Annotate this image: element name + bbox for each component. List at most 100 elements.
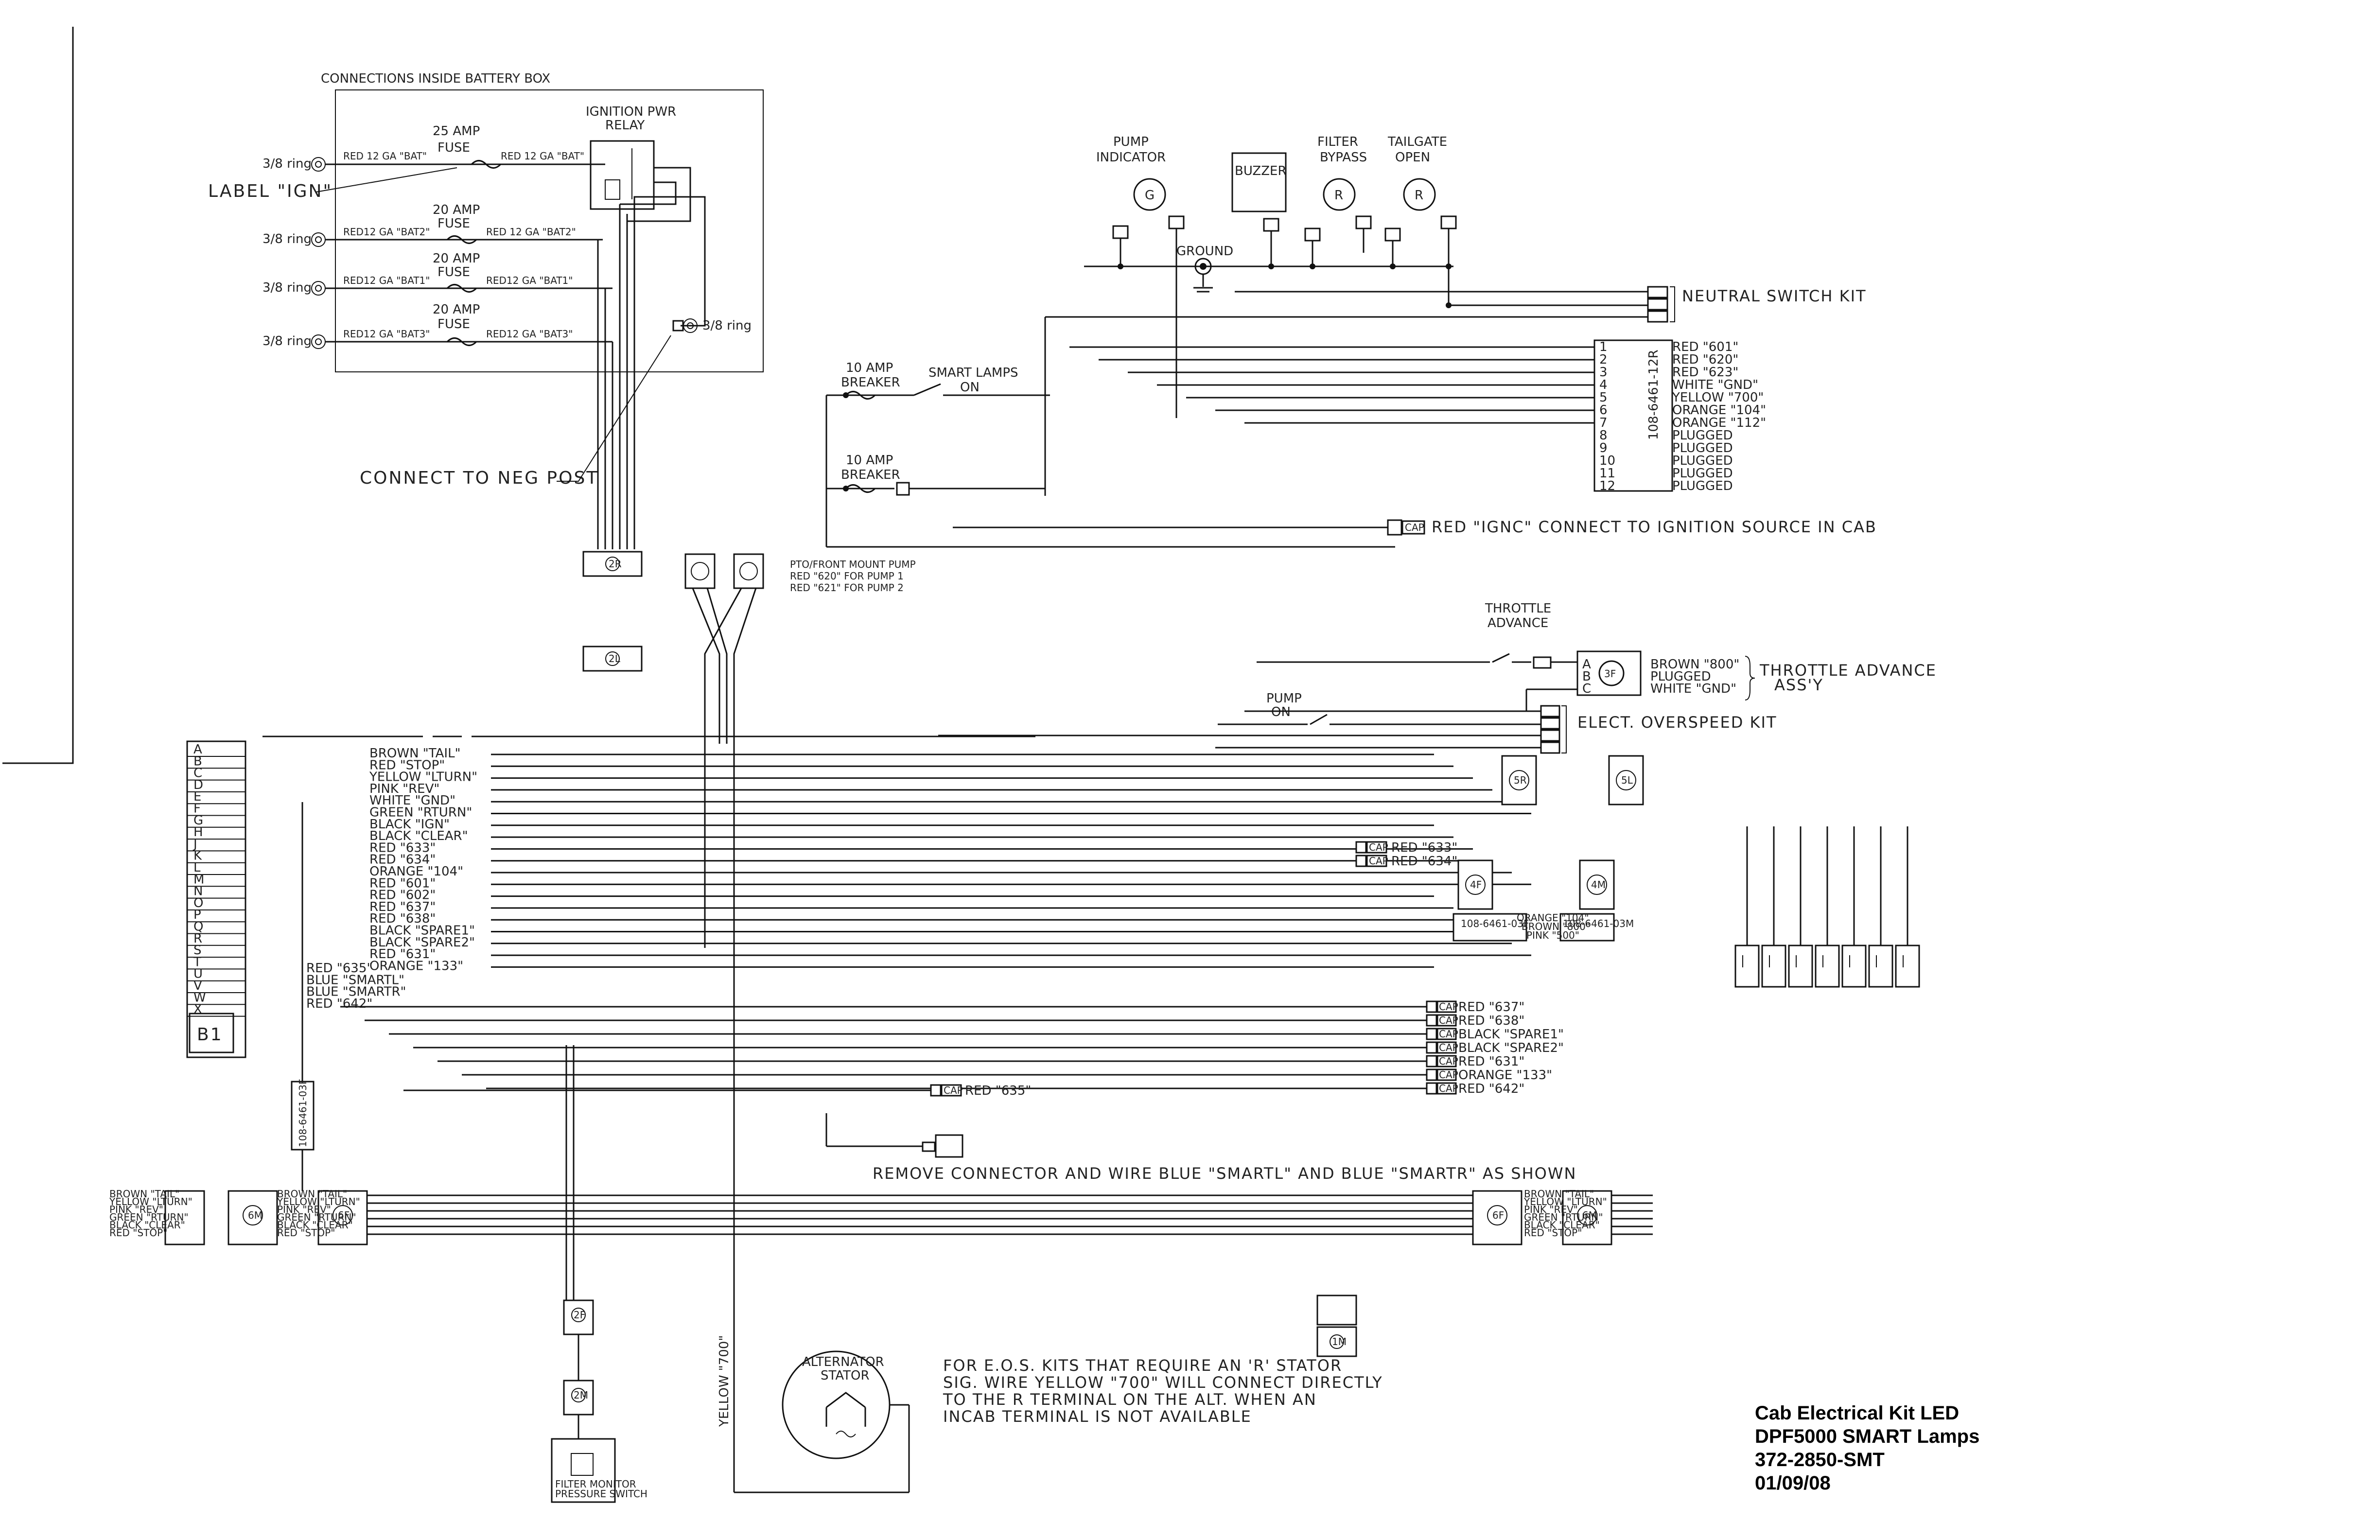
tailgate-open-indicator: TAILGATE OPEN R (1384, 135, 1457, 242)
lamp-wire-label: YELLOW "LTURN" (1523, 1196, 1607, 1208)
svg-text:PTO/FRONT MOUNT PUMP: PTO/FRONT MOUNT PUMP (790, 559, 916, 570)
svg-text:BUZZER: BUZZER (1235, 164, 1287, 178)
b1-wire-label: PINK "REV" (369, 782, 439, 796)
buzzer: BUZZER (1231, 152, 1287, 232)
lamp-harness-left: 6M 6F (164, 1190, 368, 1245)
cap-wire-label: RED "638" (1458, 1014, 1524, 1028)
cap-wire-label: BLACK "SPARE1" (1458, 1027, 1564, 1042)
svg-text:B: B (1582, 669, 1591, 684)
b1-pin-letter: W (193, 990, 206, 1005)
b1-pin-letter: X (193, 1002, 202, 1017)
pin-wire-label: RED "601" (1672, 340, 1738, 354)
connector-3-pin: 108-6461-03F 108-6461-03M ORANGE "104" B… (1452, 912, 1634, 942)
b1-wire-label: RED "602" (369, 888, 436, 903)
b1-wire-label: BLACK "SPARE2" (369, 935, 475, 950)
b1-wire-label: RED "637" (369, 900, 436, 914)
b1-pin-letter: T (193, 955, 201, 969)
pin-wire-label: ORANGE "112" (1672, 416, 1766, 430)
b1-pin-letter: M (193, 872, 204, 887)
b1-pin-letter: N (193, 884, 203, 899)
cap-plug (1426, 1028, 1437, 1040)
cap-text: CAP (1439, 1055, 1458, 1067)
neutral-switch-connector: NEUTRAL SWITCH KIT (1647, 286, 1866, 323)
svg-text:WHITE "GND": WHITE "GND" (1650, 682, 1736, 696)
b1-wire-label: RED "638" (369, 911, 436, 926)
b1-wire-label: RED "631" (369, 947, 436, 962)
cap-text: CAP (1439, 1028, 1458, 1040)
relay-bank (1734, 826, 1920, 988)
svg-text:20 AMP: 20 AMP (433, 302, 480, 317)
svg-text:RED12 GA "BAT3": RED12 GA "BAT3" (486, 328, 573, 340)
relay (1841, 945, 1867, 988)
lamp-wire-label: GREEN "RTURN" (277, 1211, 356, 1223)
svg-text:FUSE: FUSE (438, 317, 470, 332)
svg-text:GROUND: GROUND (1176, 244, 1233, 259)
svg-text:TO THE R TERMINAL ON THE ALT.: TO THE R TERMINAL ON THE ALT. WHEN AN (943, 1390, 1317, 1409)
b1-wire-label: BLACK "IGN" (369, 817, 450, 832)
svg-text:C: C (1582, 682, 1591, 696)
cap-plug (1426, 1082, 1437, 1095)
cap (1436, 1014, 1457, 1027)
pin-number: 12 (1599, 479, 1615, 493)
lamp-wire-label: PINK "REV" (1524, 1204, 1578, 1215)
cap (1436, 1028, 1457, 1040)
b1-pin-letter: F (193, 802, 201, 816)
svg-text:A: A (1582, 657, 1591, 672)
lamp-wire-label: BLACK "CLEAR" (1524, 1219, 1600, 1231)
b1-pin-letter: C (193, 766, 202, 781)
svg-text:RED 12 GA "BAT2": RED 12 GA "BAT2" (486, 226, 576, 238)
eos-note: FOR E.O.S. KITS THAT REQUIRE AN 'R' STAT… (943, 1356, 1382, 1426)
b1-wire-label: ORANGE "133" (369, 959, 463, 973)
b1-wire-label: WHITE "GND" (369, 793, 455, 808)
relay (1761, 945, 1786, 988)
svg-text:PUMP: PUMP (1266, 691, 1302, 706)
svg-text:FUSE: FUSE (438, 216, 470, 231)
svg-text:4M: 4M (1591, 879, 1606, 891)
cap (1436, 1041, 1457, 1054)
alternator-stator: ALTERNATOR STATOR YELLOW "700" (717, 1310, 910, 1493)
svg-text:3/8 ring: 3/8 ring (262, 280, 312, 295)
svg-text:TAILGATE: TAILGATE (1387, 135, 1447, 149)
svg-text:108-6461-03M: 108-6461-03M (1563, 918, 1634, 929)
lamp-wire-label: PINK "REV" (277, 1204, 331, 1215)
svg-text:BROWN "800": BROWN "800" (1522, 921, 1590, 932)
svg-text:108-6461-12R: 108-6461-12R (1646, 350, 1661, 440)
cap-plug (1426, 1055, 1437, 1068)
cap-plug (1426, 1014, 1437, 1027)
b1-pin-letter: R (193, 931, 202, 946)
svg-text:FUSE: FUSE (438, 140, 470, 155)
title-block: Cab Electrical Kit LED DPF5000 SMART Lam… (1755, 1402, 1979, 1494)
pin-number: 5 (1599, 390, 1608, 405)
svg-text:ALTERNATOR: ALTERNATOR (802, 1355, 884, 1369)
pin-number: 7 (1599, 416, 1608, 430)
svg-text:RED "633": RED "633" (1391, 840, 1457, 855)
svg-text:SMART LAMPS: SMART LAMPS (928, 366, 1018, 380)
lamp-wire-label: BROWN "TAIL" (1524, 1188, 1594, 1200)
svg-text:BYPASS: BYPASS (1320, 150, 1367, 165)
b1-wire-label: BLUE "SMARTL" (306, 973, 404, 987)
b1-pin-letter: V (193, 979, 202, 993)
b1-wire-label: BROWN "TAIL" (369, 746, 461, 761)
svg-text:ASS'Y: ASS'Y (1774, 676, 1823, 694)
lamp-wire-label: RED "STOP" (109, 1227, 167, 1239)
svg-text:RED "IGNC" CONNECT TO IGNITI: RED "IGNC" CONNECT TO IGNITION SOURCE IN… (1432, 518, 1877, 536)
cap-635: CAP RED "635" (403, 1084, 1031, 1098)
cap-wire-label: ORANGE "133" (1458, 1068, 1552, 1083)
svg-text:RELAY: RELAY (605, 118, 645, 133)
svg-text:RED12 GA "BAT1": RED12 GA "BAT1" (343, 275, 430, 286)
svg-text:STATOR: STATOR (821, 1368, 870, 1383)
svg-text:ON: ON (960, 380, 980, 395)
cap-wire-label: RED "637" (1458, 1000, 1524, 1015)
svg-text:ELECT. OVERSPEED KIT: ELECT. OVERSPEED KIT (1577, 713, 1777, 732)
b1-pin-letter: U (193, 967, 203, 981)
b1-pin-letter: A (193, 742, 202, 757)
svg-text:3/8 ring: 3/8 ring (262, 232, 312, 246)
svg-text:IGNITION PWR: IGNITION PWR (586, 105, 676, 119)
pump-on-switch: PUMP ON (1218, 691, 1541, 725)
pin-wire-label: RED "623" (1672, 365, 1738, 380)
svg-text:YELLOW "700": YELLOW "700" (717, 1335, 732, 1427)
svg-text:RED "634": RED "634" (1391, 854, 1457, 869)
svg-text:10 AMP: 10 AMP (846, 361, 893, 375)
